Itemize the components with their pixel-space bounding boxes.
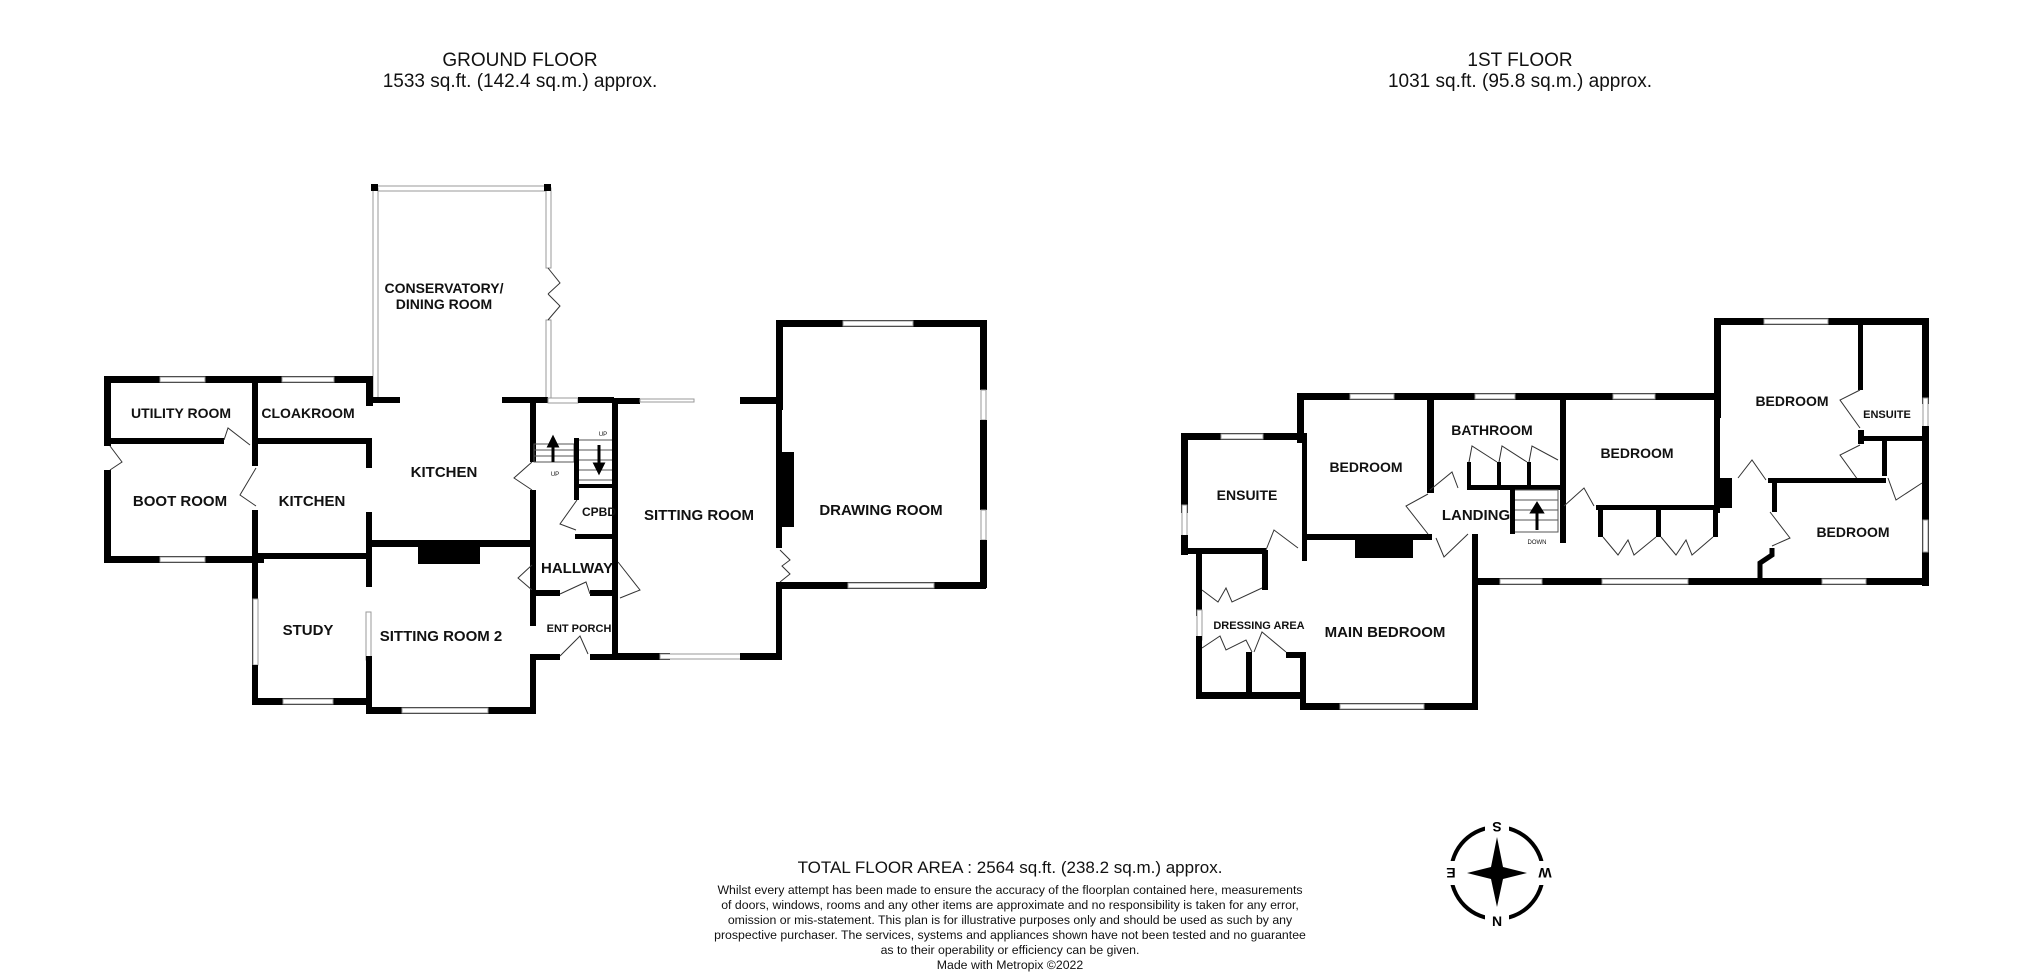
room-label-bedroom-2: BEDROOM: [1329, 459, 1402, 475]
room-label-boot-room: BOOT ROOM: [133, 493, 227, 510]
room-label-bedroom-5: BEDROOM: [1816, 524, 1889, 540]
disclaimer-line: omission or mis-statement. This plan is …: [727, 913, 1293, 927]
room-label-ensuite-right: ENSUITE: [1863, 409, 1911, 421]
first-floor-title: 1ST FLOOR: [1467, 50, 1573, 71]
room-label-sitting-room: SITTING ROOM: [644, 507, 754, 524]
room-label-utility-room: UTILITY ROOM: [131, 405, 231, 421]
room-label-dressing-area: DRESSING AREA: [1213, 620, 1304, 632]
room-label-kitchen-small: KITCHEN: [279, 493, 346, 510]
room-label-cpbd: CPBD: [582, 505, 616, 519]
room-label-sitting-room-2: SITTING ROOM 2: [380, 628, 503, 645]
disclaimer: Whilst every attempt has been made to en…: [640, 883, 1380, 973]
disclaimer-line: as to their operability or efficiency ca…: [880, 943, 1140, 957]
compass-west: W: [1538, 865, 1552, 881]
first-floor-plan: DOWN: [1181, 318, 1929, 710]
room-label-hallway: HALLWAY: [541, 560, 613, 577]
ground-floor-plan: UP UP: [104, 184, 987, 714]
stair-down-label: DOWN: [1528, 540, 1547, 546]
stair-up-label: UP: [599, 432, 607, 438]
compass-east: E: [1446, 865, 1455, 881]
disclaimer-line: of doors, windows, rooms and any other i…: [721, 898, 1299, 912]
floorplan-footer: TOTAL FLOOR AREA : 2564 sq.ft. (238.2 sq…: [640, 858, 1380, 973]
metropix-credit: Made with Metropix ©2022: [936, 958, 1084, 972]
compass-rose-icon: S N E W: [1445, 819, 1553, 929]
room-label-conservatory: CONSERVATORY/: [384, 280, 503, 296]
room-label-study: STUDY: [283, 622, 334, 639]
stair-up-label: UP: [551, 472, 559, 478]
compass-south: S: [1492, 819, 1501, 835]
room-label-drawing-room: DRAWING ROOM: [819, 502, 942, 519]
room-label-landing: LANDING: [1442, 507, 1510, 524]
first-floor-heading: 1ST FLOOR 1031 sq.ft. (95.8 sq.m.) appro…: [1340, 50, 1700, 92]
disclaimer-line: Whilst every attempt has been made to en…: [717, 883, 1303, 897]
disclaimer-line: prospective purchaser. The services, sys…: [714, 928, 1306, 942]
first-floor-staircase: DOWN: [1513, 489, 1559, 546]
ground-floor-title: GROUND FLOOR: [442, 50, 598, 71]
room-label-cloakroom: CLOAKROOM: [261, 405, 354, 421]
compass-north: N: [1492, 913, 1502, 929]
total-floor-area: TOTAL FLOOR AREA : 2564 sq.ft. (238.2 sq…: [797, 858, 1223, 877]
room-label-bedroom-4: BEDROOM: [1755, 393, 1828, 409]
ground-floor-area: 1533 sq.ft. (142.4 sq.m.) approx.: [382, 71, 658, 92]
room-label-ensuite-left: ENSUITE: [1217, 487, 1278, 503]
ground-floor-heading: GROUND FLOOR 1533 sq.ft. (142.4 sq.m.) a…: [340, 50, 700, 92]
room-label-main-bedroom: MAIN BEDROOM: [1325, 624, 1446, 641]
room-label-bathroom: BATHROOM: [1451, 422, 1532, 438]
room-label-dining-room: DINING ROOM: [396, 296, 492, 312]
room-label-bedroom-3: BEDROOM: [1600, 445, 1673, 461]
room-label-ent-porch: ENT PORCH: [547, 623, 612, 635]
room-label-kitchen-main: KITCHEN: [411, 464, 478, 481]
first-floor-area: 1031 sq.ft. (95.8 sq.m.) approx.: [1387, 71, 1653, 92]
